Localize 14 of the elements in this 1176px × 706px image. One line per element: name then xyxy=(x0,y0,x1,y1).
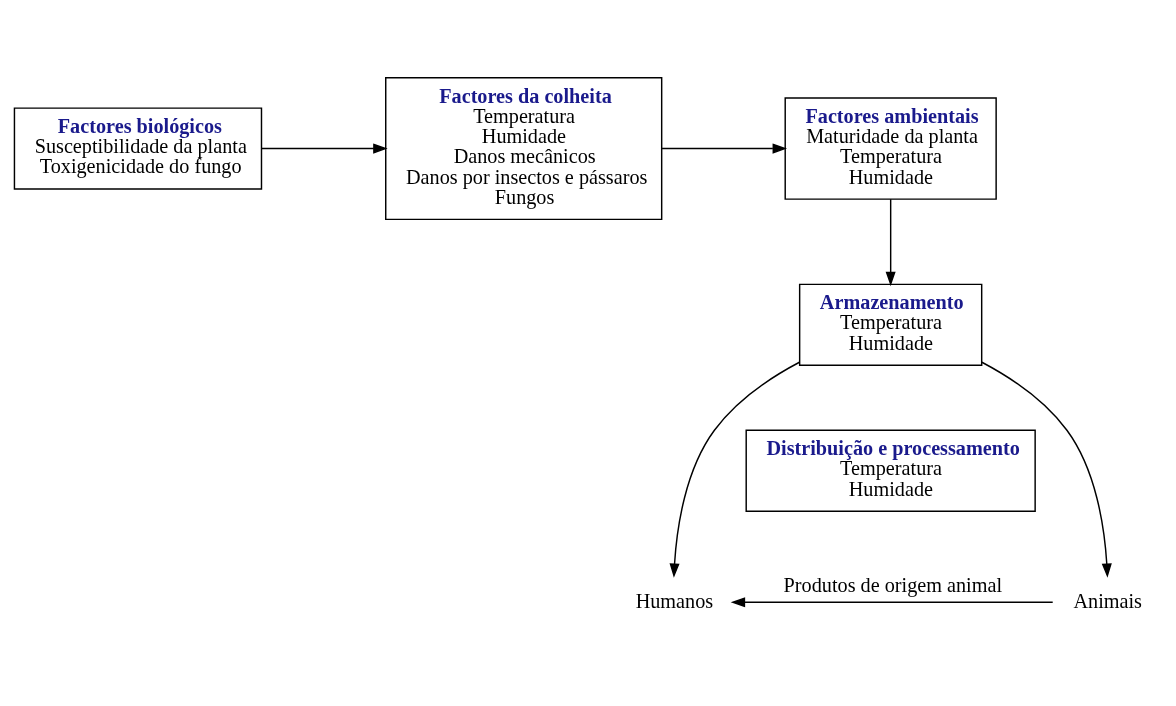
node-box: Factores ambientais Maturidade da planta Temperatura Humidade xyxy=(784,97,997,200)
arrow xyxy=(260,143,388,154)
arrow xyxy=(730,597,1054,608)
arrow xyxy=(885,198,896,287)
node-text: Humanos xyxy=(635,589,714,612)
edge-label: Produtos de origem animal xyxy=(783,574,1003,597)
node-text: Animais xyxy=(1073,589,1142,612)
node-box: Distribuição e processamento Temperatura Humidade xyxy=(745,429,1036,512)
arrow xyxy=(669,361,801,578)
node-box: Factores biológicos Susceptibilidade da planta Toxigenicidade do fungo xyxy=(13,107,263,190)
arrow xyxy=(981,361,1112,578)
node-box: Armazenamento Temperatura Humidade xyxy=(798,283,983,366)
arrow xyxy=(661,143,787,154)
node-box: Factores da colheita Temperatura Humidade Danos mecânicos Danos por insectos e pássaros Fungos xyxy=(385,77,663,221)
